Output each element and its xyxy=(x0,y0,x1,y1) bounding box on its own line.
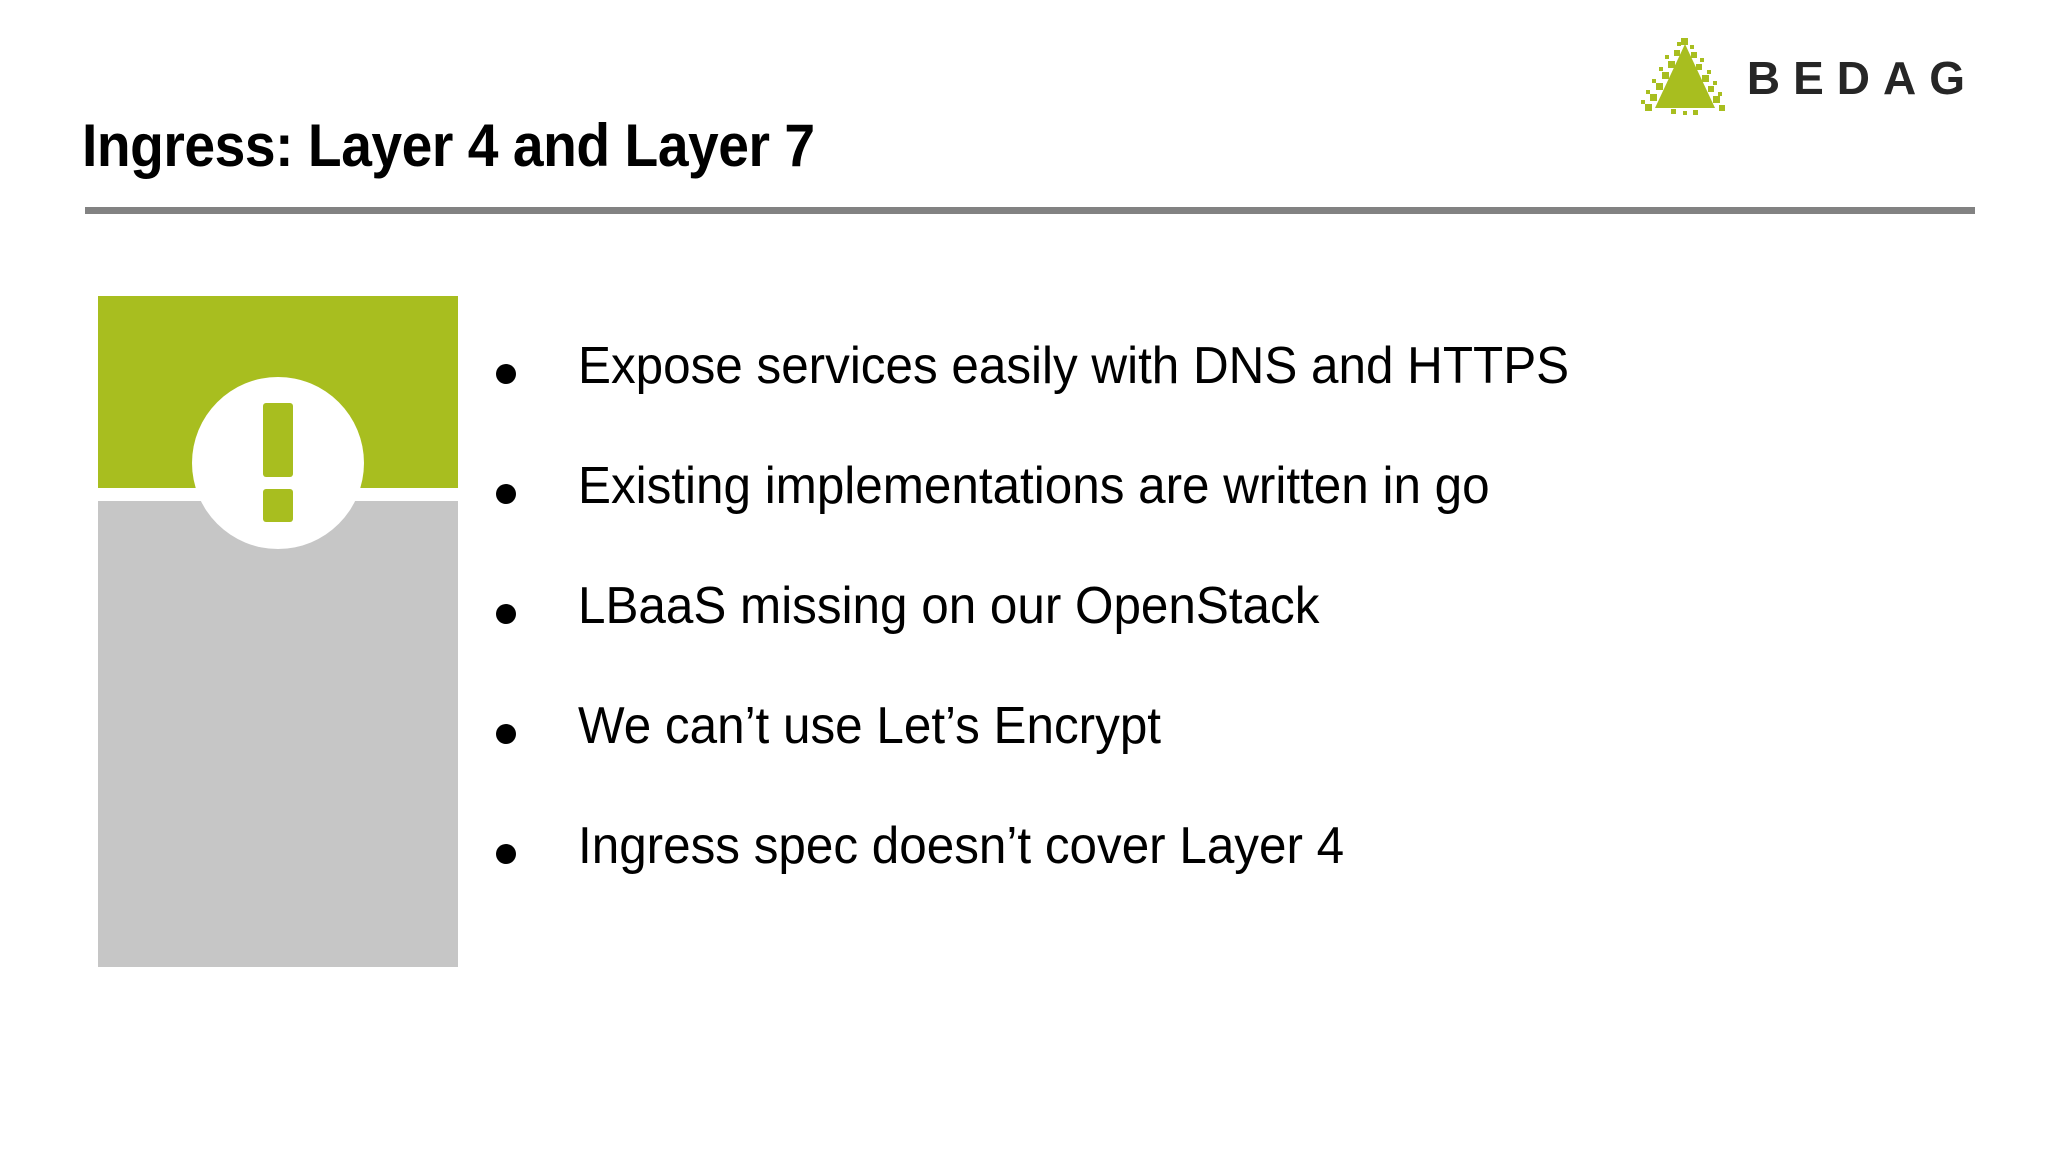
bullet-marker-icon xyxy=(496,724,516,744)
list-item: Expose services easily with DNS and HTTP… xyxy=(496,340,1976,460)
bedag-triangle-mark-icon xyxy=(1640,36,1725,116)
exclamation-dot xyxy=(263,489,293,522)
gray-image-tile xyxy=(98,501,458,967)
bullet-marker-icon xyxy=(496,604,516,624)
bullet-marker-icon xyxy=(496,364,516,384)
bullet-text: Existing implementations are written in … xyxy=(578,457,1490,515)
list-item: We can’t use Let’s Encrypt xyxy=(496,700,1976,820)
list-item: Ingress spec doesn’t cover Layer 4 xyxy=(496,820,1976,940)
bedag-wordmark: BEDAG xyxy=(1746,52,1978,104)
page-title: Ingress: Layer 4 and Layer 7 xyxy=(82,112,815,179)
bullet-marker-icon xyxy=(496,844,516,864)
bullet-marker-icon xyxy=(496,484,516,504)
bullet-list: Expose services easily with DNS and HTTP… xyxy=(496,340,1976,940)
bedag-logo: BEDAG xyxy=(1640,36,1978,116)
bullet-text: LBaaS missing on our OpenStack xyxy=(578,577,1320,635)
title-divider-rule xyxy=(85,207,1975,214)
bullet-text: We can’t use Let’s Encrypt xyxy=(578,697,1162,755)
exclamation-stem xyxy=(263,403,293,477)
exclamation-mark-icon xyxy=(192,377,364,549)
list-item: Existing implementations are written in … xyxy=(496,460,1976,580)
bullet-text: Ingress spec doesn’t cover Layer 4 xyxy=(578,817,1345,875)
list-item: LBaaS missing on our OpenStack xyxy=(496,580,1976,700)
bullet-text: Expose services easily with DNS and HTTP… xyxy=(578,337,1570,395)
